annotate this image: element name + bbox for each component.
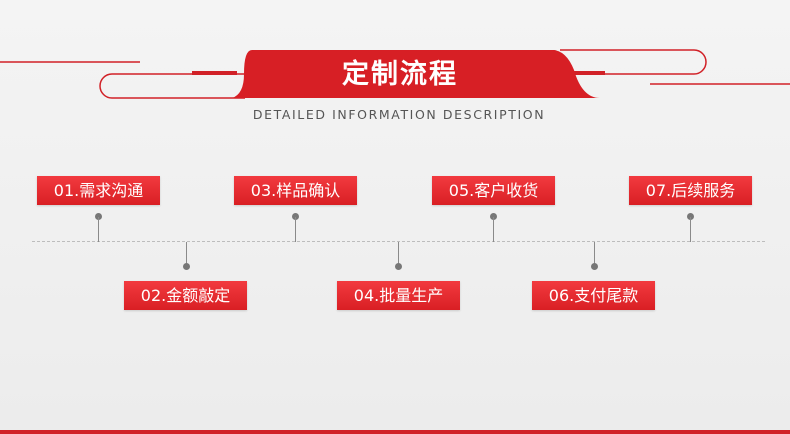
bottom-divider [0, 430, 790, 434]
step-06-dot [591, 263, 598, 270]
step-02-label: 02.金额敲定 [124, 281, 247, 310]
step-01-stem [98, 217, 99, 242]
step-02-stem [186, 242, 187, 266]
step-04-label: 04.批量生产 [337, 281, 460, 310]
step-07-dot [687, 213, 694, 220]
step-05-dot [490, 213, 497, 220]
page-title: 定制流程 [342, 59, 458, 90]
step-04-stem [398, 242, 399, 266]
step-05-stem [493, 217, 494, 242]
step-03-label: 03.样品确认 [234, 176, 357, 205]
step-05-label: 05.客户收货 [432, 176, 555, 205]
step-07-label: 07.后续服务 [629, 176, 752, 205]
step-06-label: 06.支付尾款 [532, 281, 655, 310]
step-02-dot [183, 263, 190, 270]
page-subtitle: DETAILED INFORMATION DESCRIPTION [252, 107, 546, 122]
step-01-label: 01.需求沟通 [37, 176, 160, 205]
step-03-dot [292, 213, 299, 220]
step-04-dot [395, 263, 402, 270]
step-01-dot [95, 213, 102, 220]
step-07-stem [690, 217, 691, 242]
step-06-stem [594, 242, 595, 266]
timeline-line [32, 241, 765, 242]
step-03-stem [295, 217, 296, 242]
